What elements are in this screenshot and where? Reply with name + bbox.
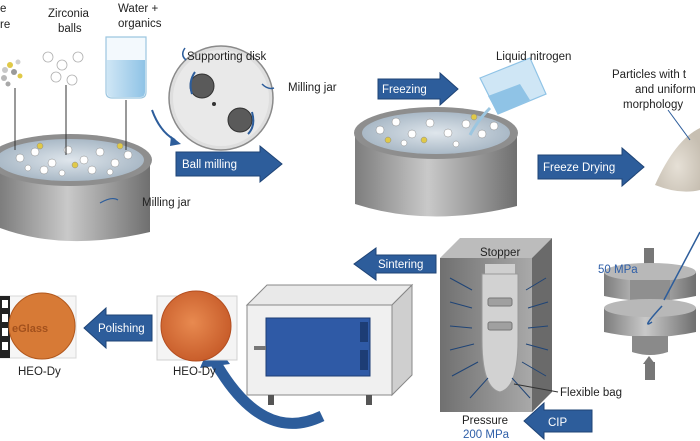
step-cip: CIP <box>523 401 593 441</box>
cip-pressure-arrows <box>449 277 549 399</box>
liquid-nitrogen-label: Liquid nitrogen <box>496 51 571 63</box>
milling-jar-pointer <box>99 197 119 204</box>
step-freezing: Freezing <box>377 71 459 107</box>
svg-text:eGlass: eGlass <box>12 323 48 335</box>
water-organics-label-2: organics <box>118 18 162 30</box>
pressure-50-label: 50 MPa <box>598 264 638 276</box>
supporting-disk <box>168 45 275 151</box>
step-polishing: Polishing <box>83 306 153 350</box>
svg-text:Ball milling: Ball milling <box>182 159 237 171</box>
heo-dy-label-center: HEO-Dy <box>173 366 216 378</box>
furnace-curved-arrow <box>209 357 325 429</box>
heo-dy-polished: eGlass <box>0 292 77 360</box>
zirconia-balls-label-2: balls <box>58 23 82 35</box>
powder-mixture-icon <box>1 59 23 87</box>
powder-label-1: e <box>0 3 6 15</box>
pointer-lines-left <box>14 85 127 155</box>
particles-label-1: Particles with t <box>612 69 687 81</box>
milling-jar-label-bottom: Milling jar <box>142 197 191 209</box>
powder-label-2: re <box>0 19 10 31</box>
flexible-bag-label: Flexible bag <box>560 387 622 399</box>
supporting-disk-label: Supporting disk <box>187 51 267 63</box>
heo-dy-label-left: HEO-Dy <box>18 366 61 378</box>
svg-text:CIP: CIP <box>548 417 568 429</box>
svg-text:Freeze Drying: Freeze Drying <box>543 162 615 174</box>
step-freeze-drying: Freeze Drying <box>537 146 645 188</box>
uniaxial-press <box>604 231 700 380</box>
step-ball-milling: Ball milling <box>175 144 283 184</box>
svg-text:Freezing: Freezing <box>382 84 427 96</box>
pressure-label: Pressure <box>462 415 508 427</box>
pressure-200-label: 200 MPa <box>463 429 510 441</box>
water-organics-label-1: Water + <box>118 3 158 15</box>
particles-label-3: morphology <box>623 99 683 111</box>
balls-in-freezing-jar <box>375 113 499 148</box>
heo-dy-pellet-center <box>156 290 238 362</box>
svg-text:Polishing: Polishing <box>98 323 145 335</box>
sintering-furnace <box>245 283 414 405</box>
powder-pile <box>655 128 700 192</box>
step-sintering: Sintering <box>353 247 437 281</box>
liquid-nitrogen-beaker <box>468 57 547 136</box>
beaker-icon <box>105 36 147 99</box>
zirconia-balls-icon <box>42 51 84 86</box>
zirconia-balls-label-1: Zirconia <box>48 8 90 20</box>
milling-jar-left <box>0 134 152 242</box>
milling-jar-label-top: Milling jar <box>288 82 337 94</box>
particles-pointer <box>667 109 691 141</box>
particles-label-2: and uniform <box>635 84 696 96</box>
cip-chamber <box>440 238 552 412</box>
svg-text:Sintering: Sintering <box>378 259 423 271</box>
stopper-label: Stopper <box>480 247 520 259</box>
